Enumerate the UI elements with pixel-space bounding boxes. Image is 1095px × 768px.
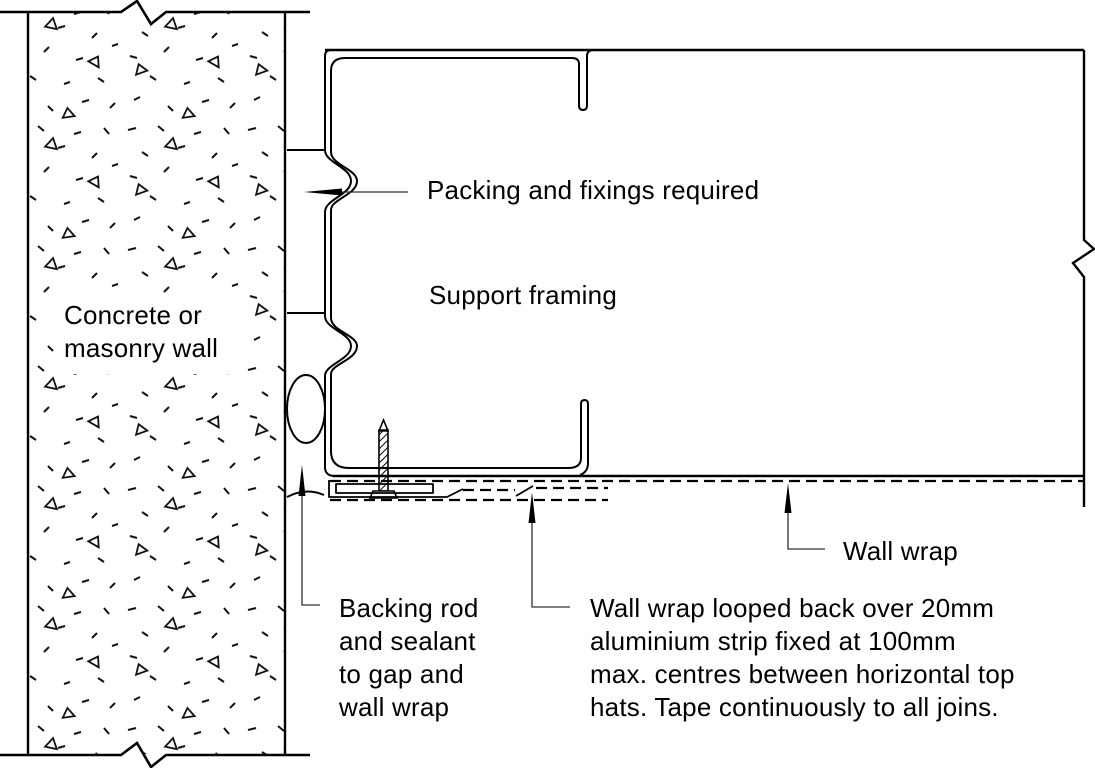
channel-outer-flange — [324, 49, 352, 477]
label-wall-wrap-looped: Wall wrap looped back over 20mm aluminiu… — [590, 593, 1015, 722]
wrap-fold-step-right — [515, 485, 534, 497]
arrow-wall-wrap-icon — [784, 483, 792, 513]
support-framing-channel — [324, 49, 595, 477]
sealant-bead-line — [286, 490, 325, 498]
label-wall-wrap: Wall wrap — [843, 536, 958, 566]
concrete-hatch-texture — [29, 13, 284, 754]
wrap-fold-step-left — [437, 488, 464, 498]
leader-looped-wrap — [531, 518, 570, 608]
wall-wrap-lines — [330, 479, 1084, 502]
channel-top-lip — [578, 49, 595, 111]
packing-shims — [287, 149, 324, 314]
break-line-right-icon — [1071, 50, 1095, 507]
leader-backing-rod — [301, 490, 320, 606]
label-concrete-wall: Concrete or masonry wall — [64, 300, 219, 363]
screw-fixing-icon — [368, 417, 399, 499]
label-support-framing: Support framing — [429, 280, 617, 310]
arrow-looped-wrap-icon — [528, 492, 536, 523]
concrete-masonry-wall — [0, 0, 310, 768]
channel-inner-face — [330, 57, 589, 476]
wrap-loop-outline — [328, 480, 437, 498]
break-line-bottom-icon — [0, 741, 310, 768]
aluminium-strip — [335, 483, 434, 494]
arrow-backing-rod-icon — [298, 465, 306, 496]
label-halo — [56, 294, 246, 374]
leader-lines — [301, 191, 825, 608]
leader-arrowheads — [298, 188, 792, 523]
label-packing-and-fixings: Packing and fixings required — [427, 175, 760, 205]
framing-extent-lines — [325, 48, 1095, 507]
label-backing-rod-sealant: Backing rod and sealant to gap and wall … — [339, 593, 479, 722]
break-line-top-icon — [0, 0, 310, 26]
leader-wall-wrap — [787, 508, 825, 550]
arrow-packing-icon — [304, 188, 342, 196]
backing-rod-circle — [286, 374, 326, 444]
aluminium-strip-assembly — [328, 480, 534, 498]
